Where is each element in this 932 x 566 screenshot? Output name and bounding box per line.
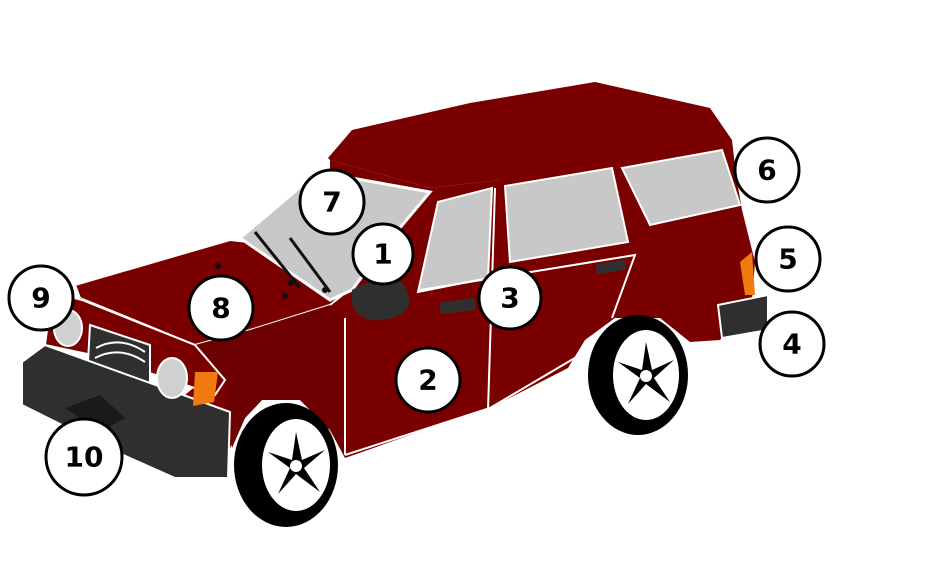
rear-light-shape <box>740 252 755 295</box>
callout-front-door: 2 <box>394 346 462 414</box>
callout-hood-label: 8 <box>211 292 230 325</box>
callout-rear-light-label: 5 <box>778 243 797 276</box>
rear-quarter-window <box>620 148 742 227</box>
callout-door-handle-label: 3 <box>500 282 519 315</box>
car-illustration <box>21 82 769 527</box>
callout-rear-window-label: 6 <box>757 154 776 187</box>
callout-headlight-label: 9 <box>31 282 50 315</box>
callout-front-bumper: 10 <box>44 417 124 497</box>
rear-door-handle <box>595 259 627 275</box>
front-indicator <box>193 372 218 406</box>
callout-mirror-label: 1 <box>373 238 392 271</box>
front-door-handle <box>439 297 477 315</box>
callout-headlight: 9 <box>7 264 75 332</box>
callout-front-bumper-label: 10 <box>65 441 104 474</box>
callout-door-handle: 3 <box>477 265 543 331</box>
rear-wheel <box>588 315 688 435</box>
callout-rear-window: 6 <box>733 136 801 204</box>
callout-rear-bumper: 4 <box>758 310 826 378</box>
side-mirror <box>352 279 409 321</box>
callout-hood: 8 <box>187 274 255 342</box>
right-headlight <box>156 357 188 399</box>
callout-windshield-label: 7 <box>322 186 341 219</box>
callout-rear-light: 5 <box>754 225 822 293</box>
callout-rear-bumper-label: 4 <box>782 328 801 361</box>
callout-front-door-label: 2 <box>418 364 437 397</box>
callout-windshield: 7 <box>298 168 366 236</box>
rear-side-window <box>503 166 630 264</box>
callout-mirror: 1 <box>351 222 415 286</box>
front-wheel <box>234 403 338 527</box>
car-hood-lower <box>80 298 345 455</box>
front-bumper-shape <box>21 343 232 479</box>
